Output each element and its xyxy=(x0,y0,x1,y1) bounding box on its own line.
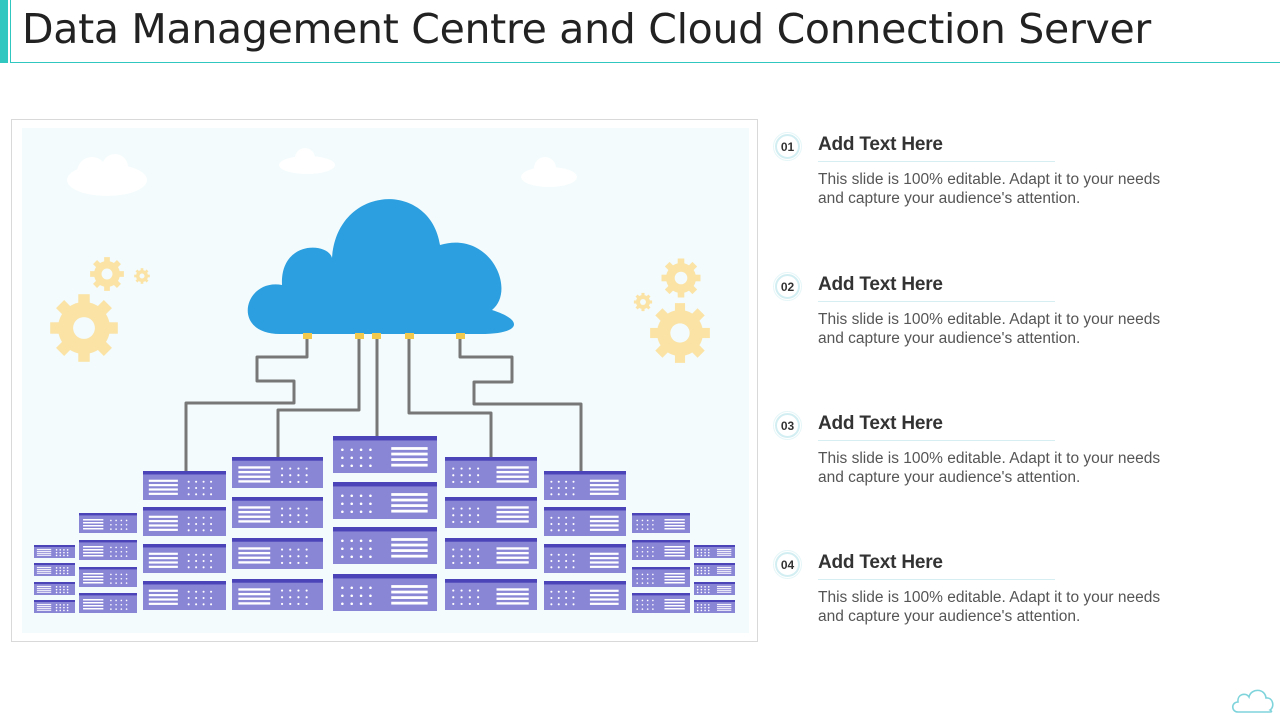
server-rack-icon xyxy=(34,582,75,595)
illustration-frame xyxy=(11,119,758,642)
item-divider xyxy=(818,579,1055,580)
server-rack-icon xyxy=(143,544,226,573)
server-rack-icon xyxy=(544,471,626,500)
wire xyxy=(276,335,361,460)
list-item: 02 Add Text Here This slide is 100% edit… xyxy=(773,272,1185,392)
server-rack-icon xyxy=(694,600,735,613)
item-description: This slide is 100% editable. Adapt it to… xyxy=(818,311,1161,347)
item-divider xyxy=(818,161,1055,162)
server-rack-icon xyxy=(632,513,690,533)
gear-icon xyxy=(90,257,124,291)
cloud-outline-icon xyxy=(1231,689,1274,713)
gear-icon xyxy=(50,294,118,362)
item-description: This slide is 100% editable. Adapt it to… xyxy=(818,450,1161,486)
cloud-icon xyxy=(247,199,514,339)
item-number-badge: 03 xyxy=(773,411,802,440)
small-cloud-icon xyxy=(279,148,335,174)
server-rack-icon xyxy=(143,507,226,536)
server-rack-icon xyxy=(544,544,626,573)
background-clouds xyxy=(67,148,577,196)
server-rack-icon xyxy=(34,545,75,558)
cloud-server-illustration xyxy=(22,128,749,633)
server-rack-icon xyxy=(143,471,226,500)
server-rack-icon xyxy=(34,563,75,576)
small-cloud-icon xyxy=(67,154,147,196)
server-rack-icon xyxy=(544,581,626,610)
list-item: 03 Add Text Here This slide is 100% edit… xyxy=(773,411,1185,531)
server-rack-icon xyxy=(143,581,226,610)
server-rack-icon xyxy=(445,497,537,528)
server-rack-icon xyxy=(232,497,323,528)
item-number-badge: 02 xyxy=(773,272,802,301)
server-rack-icon xyxy=(232,457,323,488)
item-heading: Add Text Here xyxy=(818,413,943,434)
list-item: 01 Add Text Here This slide is 100% edit… xyxy=(773,132,1185,252)
item-heading: Add Text Here xyxy=(818,552,943,573)
item-description: This slide is 100% editable. Adapt it to… xyxy=(818,589,1161,625)
server-rack-icon xyxy=(694,582,735,595)
item-number-badge: 01 xyxy=(773,132,802,161)
gears-group xyxy=(50,257,710,363)
small-cloud-icon xyxy=(521,157,577,187)
server-rack-icon xyxy=(34,600,75,613)
server-rack-icon xyxy=(632,567,690,587)
server-rack-icon xyxy=(232,538,323,569)
slide-title: Data Management Centre and Cloud Connect… xyxy=(22,5,1151,53)
server-rack-icon xyxy=(79,540,137,560)
server-rack-icon xyxy=(445,579,537,610)
cloud-connectors xyxy=(303,333,465,339)
server-rack-icon xyxy=(445,457,537,488)
server-rack-icon xyxy=(232,579,323,610)
server-rack-icon xyxy=(333,436,437,473)
list-item: 04 Add Text Here This slide is 100% edit… xyxy=(773,550,1185,670)
wire xyxy=(407,335,493,459)
server-rack-icon xyxy=(694,545,735,558)
title-accent-bar xyxy=(0,0,8,63)
gear-icon xyxy=(134,268,150,284)
server-rack-icon xyxy=(333,527,437,564)
item-divider xyxy=(818,440,1055,441)
item-heading: Add Text Here xyxy=(818,134,943,155)
title-frame xyxy=(10,0,1280,63)
wire xyxy=(458,335,583,472)
server-rack-icon xyxy=(632,593,690,613)
item-heading: Add Text Here xyxy=(818,274,943,295)
item-divider xyxy=(818,301,1055,302)
gear-icon xyxy=(661,258,701,298)
server-rack-icon xyxy=(79,567,137,587)
server-rack-icon xyxy=(333,574,437,611)
gear-icon xyxy=(633,292,653,312)
item-number-badge: 04 xyxy=(773,550,802,579)
server-rack-icon xyxy=(632,540,690,560)
server-rack-icon xyxy=(445,538,537,569)
wires xyxy=(184,335,583,473)
item-description: This slide is 100% editable. Adapt it to… xyxy=(818,171,1161,207)
wire xyxy=(184,335,309,473)
server-rack-icon xyxy=(333,482,437,519)
server-rack-icon xyxy=(79,593,137,613)
server-racks xyxy=(34,436,735,613)
gear-icon xyxy=(650,303,710,363)
server-rack-icon xyxy=(694,563,735,576)
server-rack-icon xyxy=(544,507,626,536)
server-rack-icon xyxy=(79,513,137,533)
